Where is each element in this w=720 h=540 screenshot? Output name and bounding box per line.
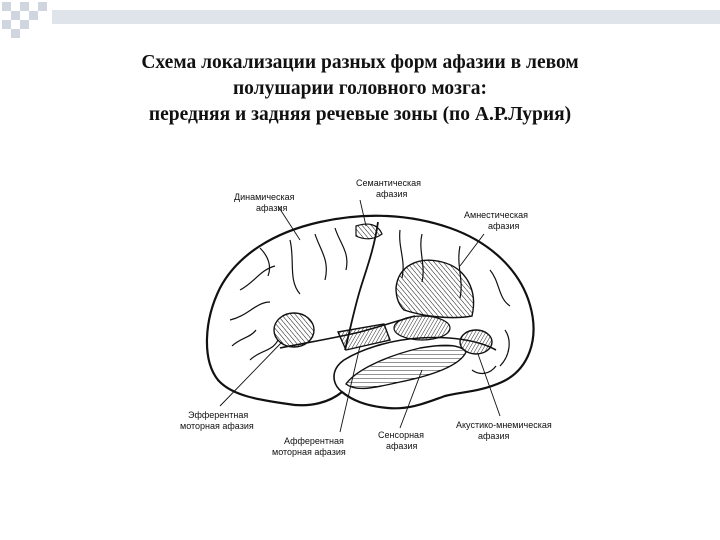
- label-afferent-motor-aphasia: Афферентная моторная афазия: [272, 436, 346, 457]
- decor-bar: [52, 10, 720, 24]
- title-line: Схема локализации разных форм афазии в л…: [141, 52, 579, 73]
- zone-efferent: [273, 312, 315, 348]
- corner-decoration: [2, 2, 720, 38]
- decor-square: [11, 29, 20, 38]
- leader-lines: [219, 199, 501, 433]
- title-line: передняя и задняя речевые зоны (по А.Р.Л…: [148, 104, 572, 125]
- decor-square: [11, 11, 20, 20]
- decor-square: [29, 11, 38, 20]
- zone-acoustic: [459, 329, 493, 355]
- slide-title: Схема локализации разных форм афазии в л…: [40, 50, 680, 128]
- zone-afferent: [336, 323, 391, 351]
- brain-diagram: Динамическая афазия Семантическая афазия…: [180, 178, 554, 457]
- label-semantic-aphasia: Семантическая афазия: [356, 178, 424, 199]
- decor-square: [20, 2, 29, 11]
- zone-amnestic: [395, 259, 475, 319]
- label-efferent-motor-aphasia: Эфферентная моторная афазия: [180, 410, 254, 431]
- zone-dynamic-lower: [393, 315, 451, 341]
- label-sensory-aphasia: Сенсорная афазия: [378, 430, 426, 451]
- decor-square: [2, 2, 11, 11]
- label-acoustic-mnemic-aphasia: Акустико-мнемическая афазия: [456, 420, 554, 441]
- decor-square: [2, 20, 11, 29]
- label-dynamic-aphasia: Динамическая афазия: [234, 192, 297, 213]
- label-amnestic-aphasia: Амнестическая афазия: [464, 210, 531, 231]
- decor-square: [38, 2, 47, 11]
- zone-semantic: [355, 223, 383, 240]
- decor-square: [20, 20, 29, 29]
- title-line: полушарии головного мозга:: [232, 78, 488, 99]
